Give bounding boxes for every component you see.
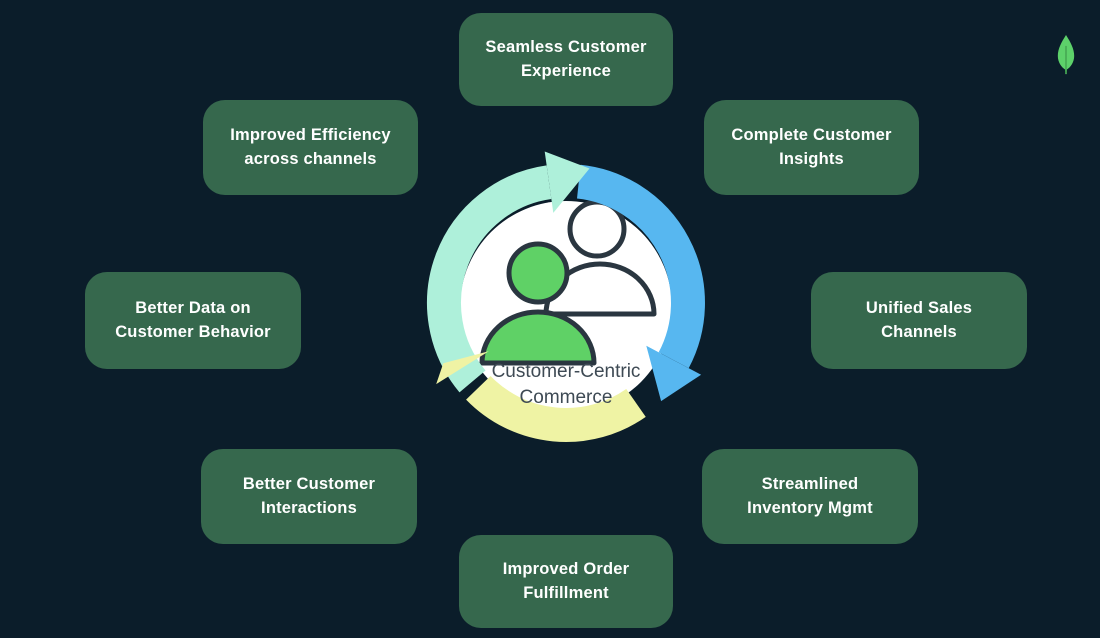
benefit-label: Improved Order Fulfillment bbox=[502, 560, 630, 602]
benefit-box-improved-order-fulfillment: Improved Order Fulfillment bbox=[459, 535, 673, 628]
customer-centric-cycle-graphic: Customer-Centric Commerce bbox=[416, 151, 716, 461]
mint-arrowhead-icon bbox=[544, 151, 590, 213]
cycle-arrow-blue bbox=[576, 164, 705, 369]
two-people-icon bbox=[479, 199, 657, 366]
benefit-box-improved-efficiency: Improved Efficiency across channels bbox=[203, 100, 418, 195]
benefit-box-better-customer-interactions: Better Customer Interactions bbox=[201, 449, 417, 544]
blue-arrowhead-icon bbox=[646, 345, 702, 402]
benefit-label: Complete Customer Insights bbox=[731, 126, 892, 168]
mongodb-leaf-icon bbox=[1057, 35, 1075, 75]
center-title: Customer-Centric Commerce bbox=[491, 361, 641, 408]
benefit-box-complete-customer-insights: Complete Customer Insights bbox=[704, 100, 919, 195]
benefit-box-unified-sales-channels: Unified Sales Channels bbox=[811, 272, 1027, 369]
benefit-label: Seamless Customer Experience bbox=[485, 38, 647, 80]
benefit-label: Better Customer Interactions bbox=[242, 475, 376, 517]
benefit-box-streamlined-inventory: Streamlined Inventory Mgmt bbox=[702, 449, 918, 544]
benefit-box-seamless-customer-experience: Seamless Customer Experience bbox=[459, 13, 673, 106]
front-person-head bbox=[506, 241, 570, 305]
cycle-diagram bbox=[427, 151, 705, 442]
benefit-label: Better Data on Customer Behavior bbox=[115, 299, 271, 341]
benefit-label: Streamlined Inventory Mgmt bbox=[747, 475, 873, 517]
cycle-arrow-yellow bbox=[466, 375, 646, 442]
benefit-label: Unified Sales Channels bbox=[865, 299, 973, 341]
benefit-box-better-data: Better Data on Customer Behavior bbox=[85, 272, 301, 369]
cycle-arrow-mint bbox=[427, 165, 552, 393]
benefit-label: Improved Efficiency across channels bbox=[230, 126, 391, 168]
front-person-body bbox=[479, 309, 597, 366]
